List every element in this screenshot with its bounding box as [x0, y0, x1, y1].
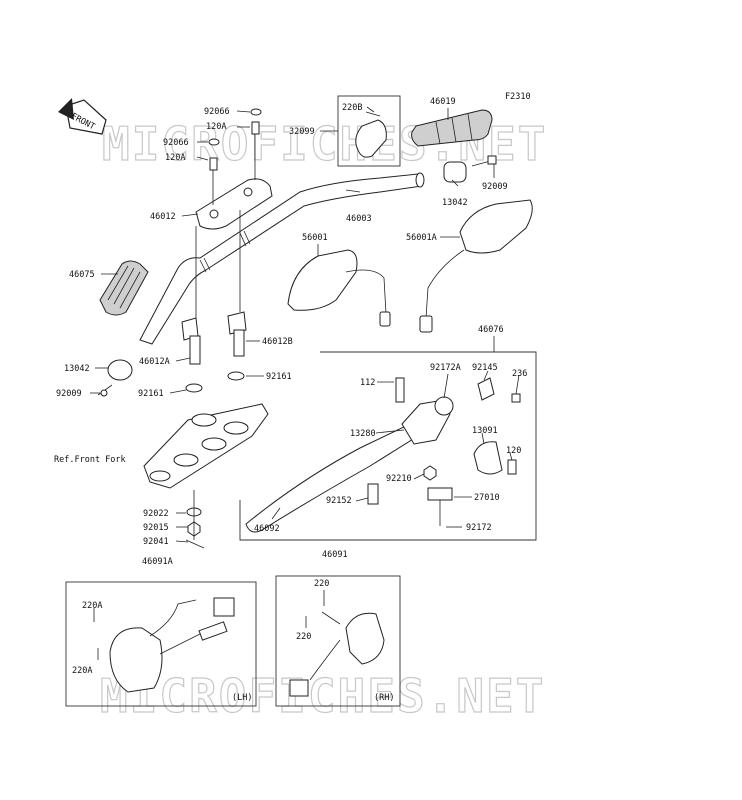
label-92172A: 92172A	[430, 363, 461, 373]
label-13042: 13042	[64, 364, 90, 374]
label-46012: 46012	[150, 212, 176, 222]
label-13042: 13042	[442, 198, 468, 208]
left-grip-46075	[99, 260, 149, 316]
label-92009: 92009	[56, 389, 82, 399]
clutch-lever-46092	[245, 423, 419, 533]
label-92161: 92161	[138, 389, 164, 399]
label-92022: 92022	[143, 509, 169, 519]
label-46091A: 46091A	[142, 557, 173, 567]
mirror-56001	[287, 249, 391, 327]
label-46091: 46091	[322, 550, 348, 560]
label-46076: 46076	[478, 325, 504, 335]
right-bar-end	[443, 155, 497, 183]
label-220: 220	[296, 632, 311, 642]
part-labels: 92066 120A 92066 120A 46012 46075 13042 …	[54, 97, 527, 703]
upper-clamp-46012	[195, 178, 273, 230]
label-112: 112	[360, 378, 375, 388]
label-46019: 46019	[430, 97, 456, 107]
label-46003: 46003	[346, 214, 372, 224]
label-56001A: 56001A	[406, 233, 437, 243]
fork-triple-clamp	[143, 403, 269, 489]
steering-nut-set	[185, 490, 205, 549]
left-switch-box	[65, 581, 257, 707]
label-220B: 220B	[342, 103, 362, 113]
label-32099: 32099	[289, 127, 315, 137]
label-56001: 56001	[302, 233, 328, 243]
watermark-bottom: MICROFICHES.NET	[100, 669, 545, 723]
label-92145: 92145	[472, 363, 498, 373]
label-220A: 220A	[72, 666, 92, 676]
mirror-56001A	[419, 199, 533, 333]
label-46012A: 46012A	[139, 357, 170, 367]
label-92041: 92041	[143, 537, 169, 547]
leader-lines	[90, 106, 520, 660]
label-220: 220	[314, 579, 329, 589]
label-120A: 120A	[165, 153, 185, 163]
right-switch-box	[275, 575, 401, 707]
label-46092: 46092	[254, 524, 280, 534]
label-13091: 13091	[472, 426, 498, 436]
lever-holder	[367, 377, 521, 526]
front-arrow-icon: FRONT	[58, 98, 107, 135]
label-220A: 220A	[82, 601, 102, 611]
lever-assembly-box-46076	[239, 351, 537, 541]
label-92172: 92172	[466, 523, 492, 533]
label-92210: 92210	[386, 474, 412, 484]
label-92152: 92152	[326, 496, 352, 506]
label-13280: 13280	[350, 429, 376, 439]
label-92066: 92066	[204, 107, 230, 117]
label-92015: 92015	[143, 523, 169, 533]
label-92161: 92161	[266, 372, 292, 382]
ref-front-fork-label: Ref.Front Fork	[54, 455, 126, 465]
label-236: 236	[512, 369, 527, 379]
figure-code: F2310	[505, 92, 531, 102]
right-hand-label: (RH)	[374, 693, 394, 703]
lower-clamps	[181, 210, 247, 393]
right-grip-46019	[411, 109, 493, 147]
label-92066: 92066	[163, 138, 189, 148]
clamp-bolts	[208, 108, 262, 205]
label-120: 120	[506, 446, 521, 456]
label-120A: 120A	[206, 122, 226, 132]
left-hand-label: (LH)	[232, 693, 252, 703]
label-46012B: 46012B	[262, 337, 293, 347]
label-46075: 46075	[69, 270, 95, 280]
label-92009: 92009	[482, 182, 508, 192]
left-bar-end	[97, 359, 133, 397]
label-27010: 27010	[474, 493, 500, 503]
